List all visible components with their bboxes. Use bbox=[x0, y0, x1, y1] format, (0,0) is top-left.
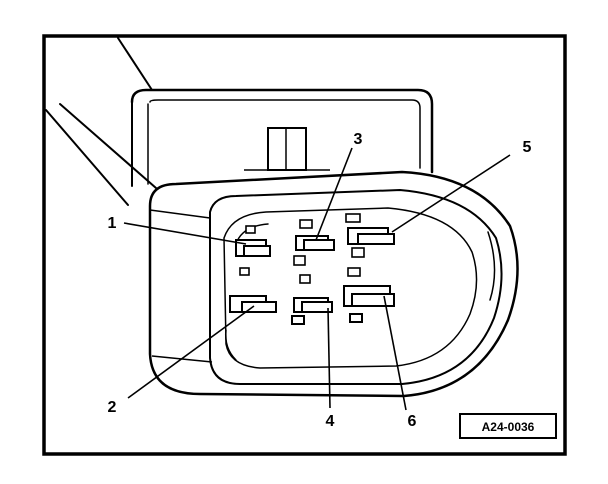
pin-3-terminal bbox=[295, 235, 335, 251]
pin-4-terminal bbox=[291, 297, 333, 325]
callout-4: 4 bbox=[326, 413, 335, 430]
connector-front-housing bbox=[148, 170, 519, 398]
callout-6: 6 bbox=[408, 413, 417, 430]
callout-3: 3 bbox=[354, 131, 363, 148]
connector-cable bbox=[45, 37, 157, 206]
connector-slots bbox=[239, 213, 365, 284]
pin-2-terminal bbox=[229, 295, 277, 313]
drawing-id-box: A24-0036 bbox=[459, 413, 557, 439]
leader-lines bbox=[123, 147, 511, 411]
pin-5-terminal bbox=[347, 227, 395, 245]
drawing-id: A24-0036 bbox=[482, 420, 535, 434]
callout-1: 1 bbox=[108, 215, 117, 232]
callout-2: 2 bbox=[108, 399, 117, 416]
connector-back-housing bbox=[130, 88, 434, 187]
pin-6-terminal bbox=[343, 285, 395, 323]
callout-5: 5 bbox=[523, 139, 532, 156]
connector-pins bbox=[229, 227, 395, 325]
